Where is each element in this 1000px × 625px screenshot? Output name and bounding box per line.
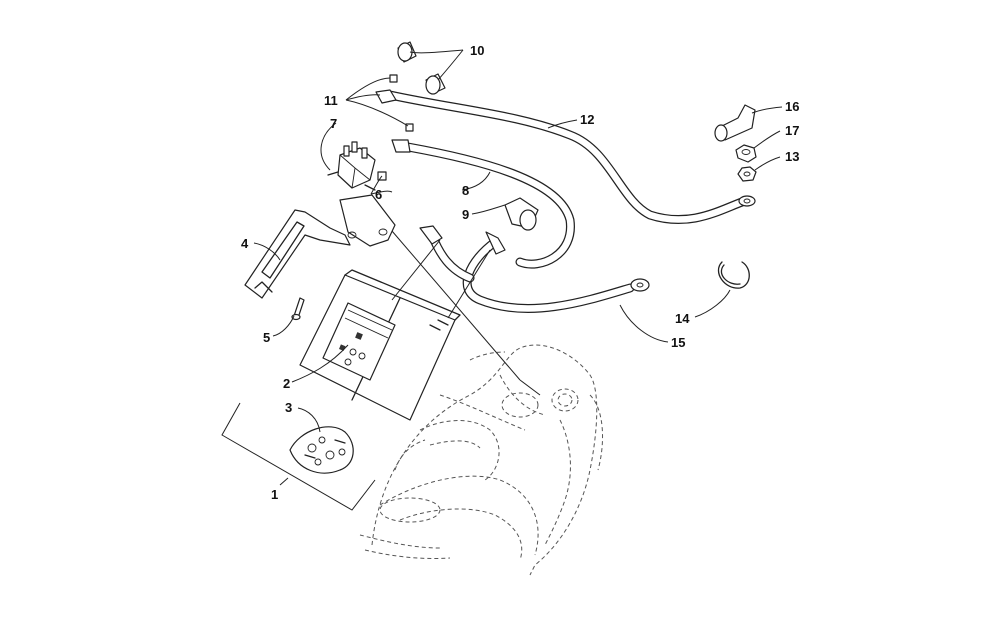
starter-solenoid (327, 141, 376, 191)
assembly-bracket-lines (221, 402, 376, 511)
callout-15: 15 (671, 335, 685, 350)
callout-11: 11 (324, 93, 338, 108)
battery (299, 269, 461, 421)
terminal-boot-16 (714, 104, 756, 142)
callout-3: 3 (285, 400, 292, 415)
nut-17 (735, 144, 757, 163)
callout-8: 8 (462, 183, 469, 198)
callout-4: 4 (241, 236, 249, 251)
callout-1: 1 (271, 487, 278, 502)
callout-9: 9 (462, 207, 469, 222)
callout-6: 6 (375, 187, 382, 202)
callout-numbers: 1 2 3 4 5 6 7 8 9 10 11 12 13 14 15 16 1… (241, 43, 799, 502)
callout-16: 16 (785, 99, 799, 114)
callout-5: 5 (263, 330, 270, 345)
solenoid-cable (403, 142, 575, 283)
lock-washer-13 (737, 166, 757, 182)
callout-12: 12 (580, 112, 594, 127)
screw (291, 297, 305, 321)
callout-2: 2 (283, 376, 290, 391)
terminal-boot-9 (504, 197, 539, 231)
negative-cable (462, 231, 650, 313)
leader-lines (253, 49, 783, 486)
clip-ring (717, 261, 750, 289)
hardware-kit (289, 426, 354, 474)
callout-7: 7 (330, 116, 337, 131)
battery-bracket (244, 194, 396, 299)
callout-14: 14 (675, 311, 690, 326)
main-positive-cable (385, 90, 756, 225)
callout-17: 17 (785, 123, 799, 138)
terminal-boots (397, 41, 446, 95)
vehicle-body-outline (359, 344, 604, 576)
callout-13: 13 (785, 149, 799, 164)
callout-10: 10 (470, 43, 484, 58)
ring-terminals (375, 74, 414, 153)
